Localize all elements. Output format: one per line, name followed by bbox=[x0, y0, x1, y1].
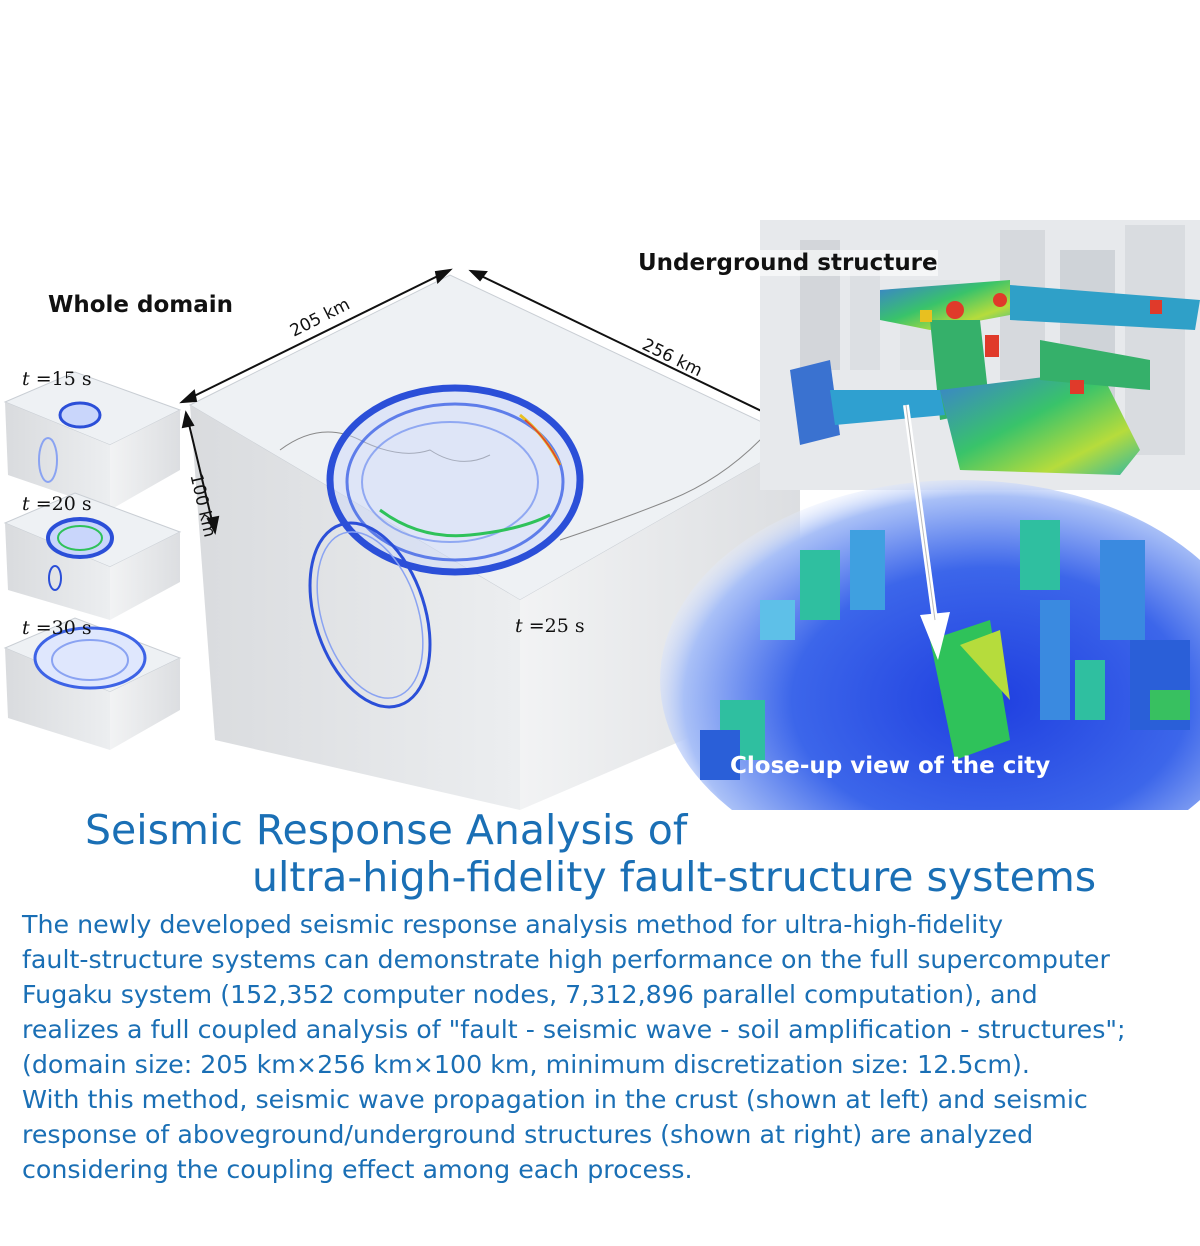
underground-structure-label: Underground structure bbox=[638, 250, 938, 276]
time-label-t25: t =25 s bbox=[515, 615, 585, 637]
time-var-t15: t bbox=[22, 368, 30, 390]
closeup-view-label: Close-up view of the city bbox=[730, 753, 1051, 779]
small-block-t30 bbox=[3, 617, 182, 750]
description: The newly developed seismic response ana… bbox=[22, 907, 1192, 1187]
small-block-t15 bbox=[3, 371, 182, 510]
time-var-t30: t bbox=[22, 617, 30, 639]
time-var-t20: t bbox=[22, 493, 30, 515]
closeup-city bbox=[660, 480, 1200, 880]
time-val-t25: =25 s bbox=[528, 615, 585, 637]
dimension-arrows bbox=[179, 268, 812, 535]
time-val-t20: =20 s bbox=[35, 493, 92, 515]
description-line: considering the coupling effect among ea… bbox=[22, 1155, 693, 1184]
closeup-arrow bbox=[903, 404, 950, 660]
figure-graphics bbox=[3, 220, 1200, 880]
simulation-figure: Whole domain Underground structure Close… bbox=[0, 220, 1200, 880]
time-label-t30: t =30 s bbox=[22, 617, 92, 639]
description-line: realizes a full coupled analysis of "fau… bbox=[22, 1015, 1126, 1044]
whole-domain-label: Whole domain bbox=[48, 292, 234, 318]
description-line: response of aboveground/underground stru… bbox=[22, 1120, 1034, 1149]
time-val-t15: =15 s bbox=[35, 368, 92, 390]
time-label-t15: t =15 s bbox=[22, 368, 92, 390]
description-line: The newly developed seismic response ana… bbox=[22, 910, 1004, 939]
title-line-1: Seismic Response Analysis of bbox=[85, 806, 688, 854]
underground-tunnels bbox=[790, 280, 1200, 475]
description-line: With this method, seismic wave propagati… bbox=[22, 1085, 1088, 1114]
description-line: Fugaku system (152,352 computer nodes, 7… bbox=[22, 980, 1038, 1009]
time-label-t20: t =20 s bbox=[22, 493, 92, 515]
small-block-t20 bbox=[3, 492, 182, 620]
time-val-t30: =30 s bbox=[35, 617, 92, 639]
description-line: fault-structure systems can demonstrate … bbox=[22, 945, 1110, 974]
title-line-2: ultra-high-fidelity fault-structure syst… bbox=[252, 853, 1097, 901]
time-var-t25: t bbox=[515, 615, 523, 637]
description-line: (domain size: 205 km×256 km×100 km, mini… bbox=[22, 1050, 1030, 1079]
